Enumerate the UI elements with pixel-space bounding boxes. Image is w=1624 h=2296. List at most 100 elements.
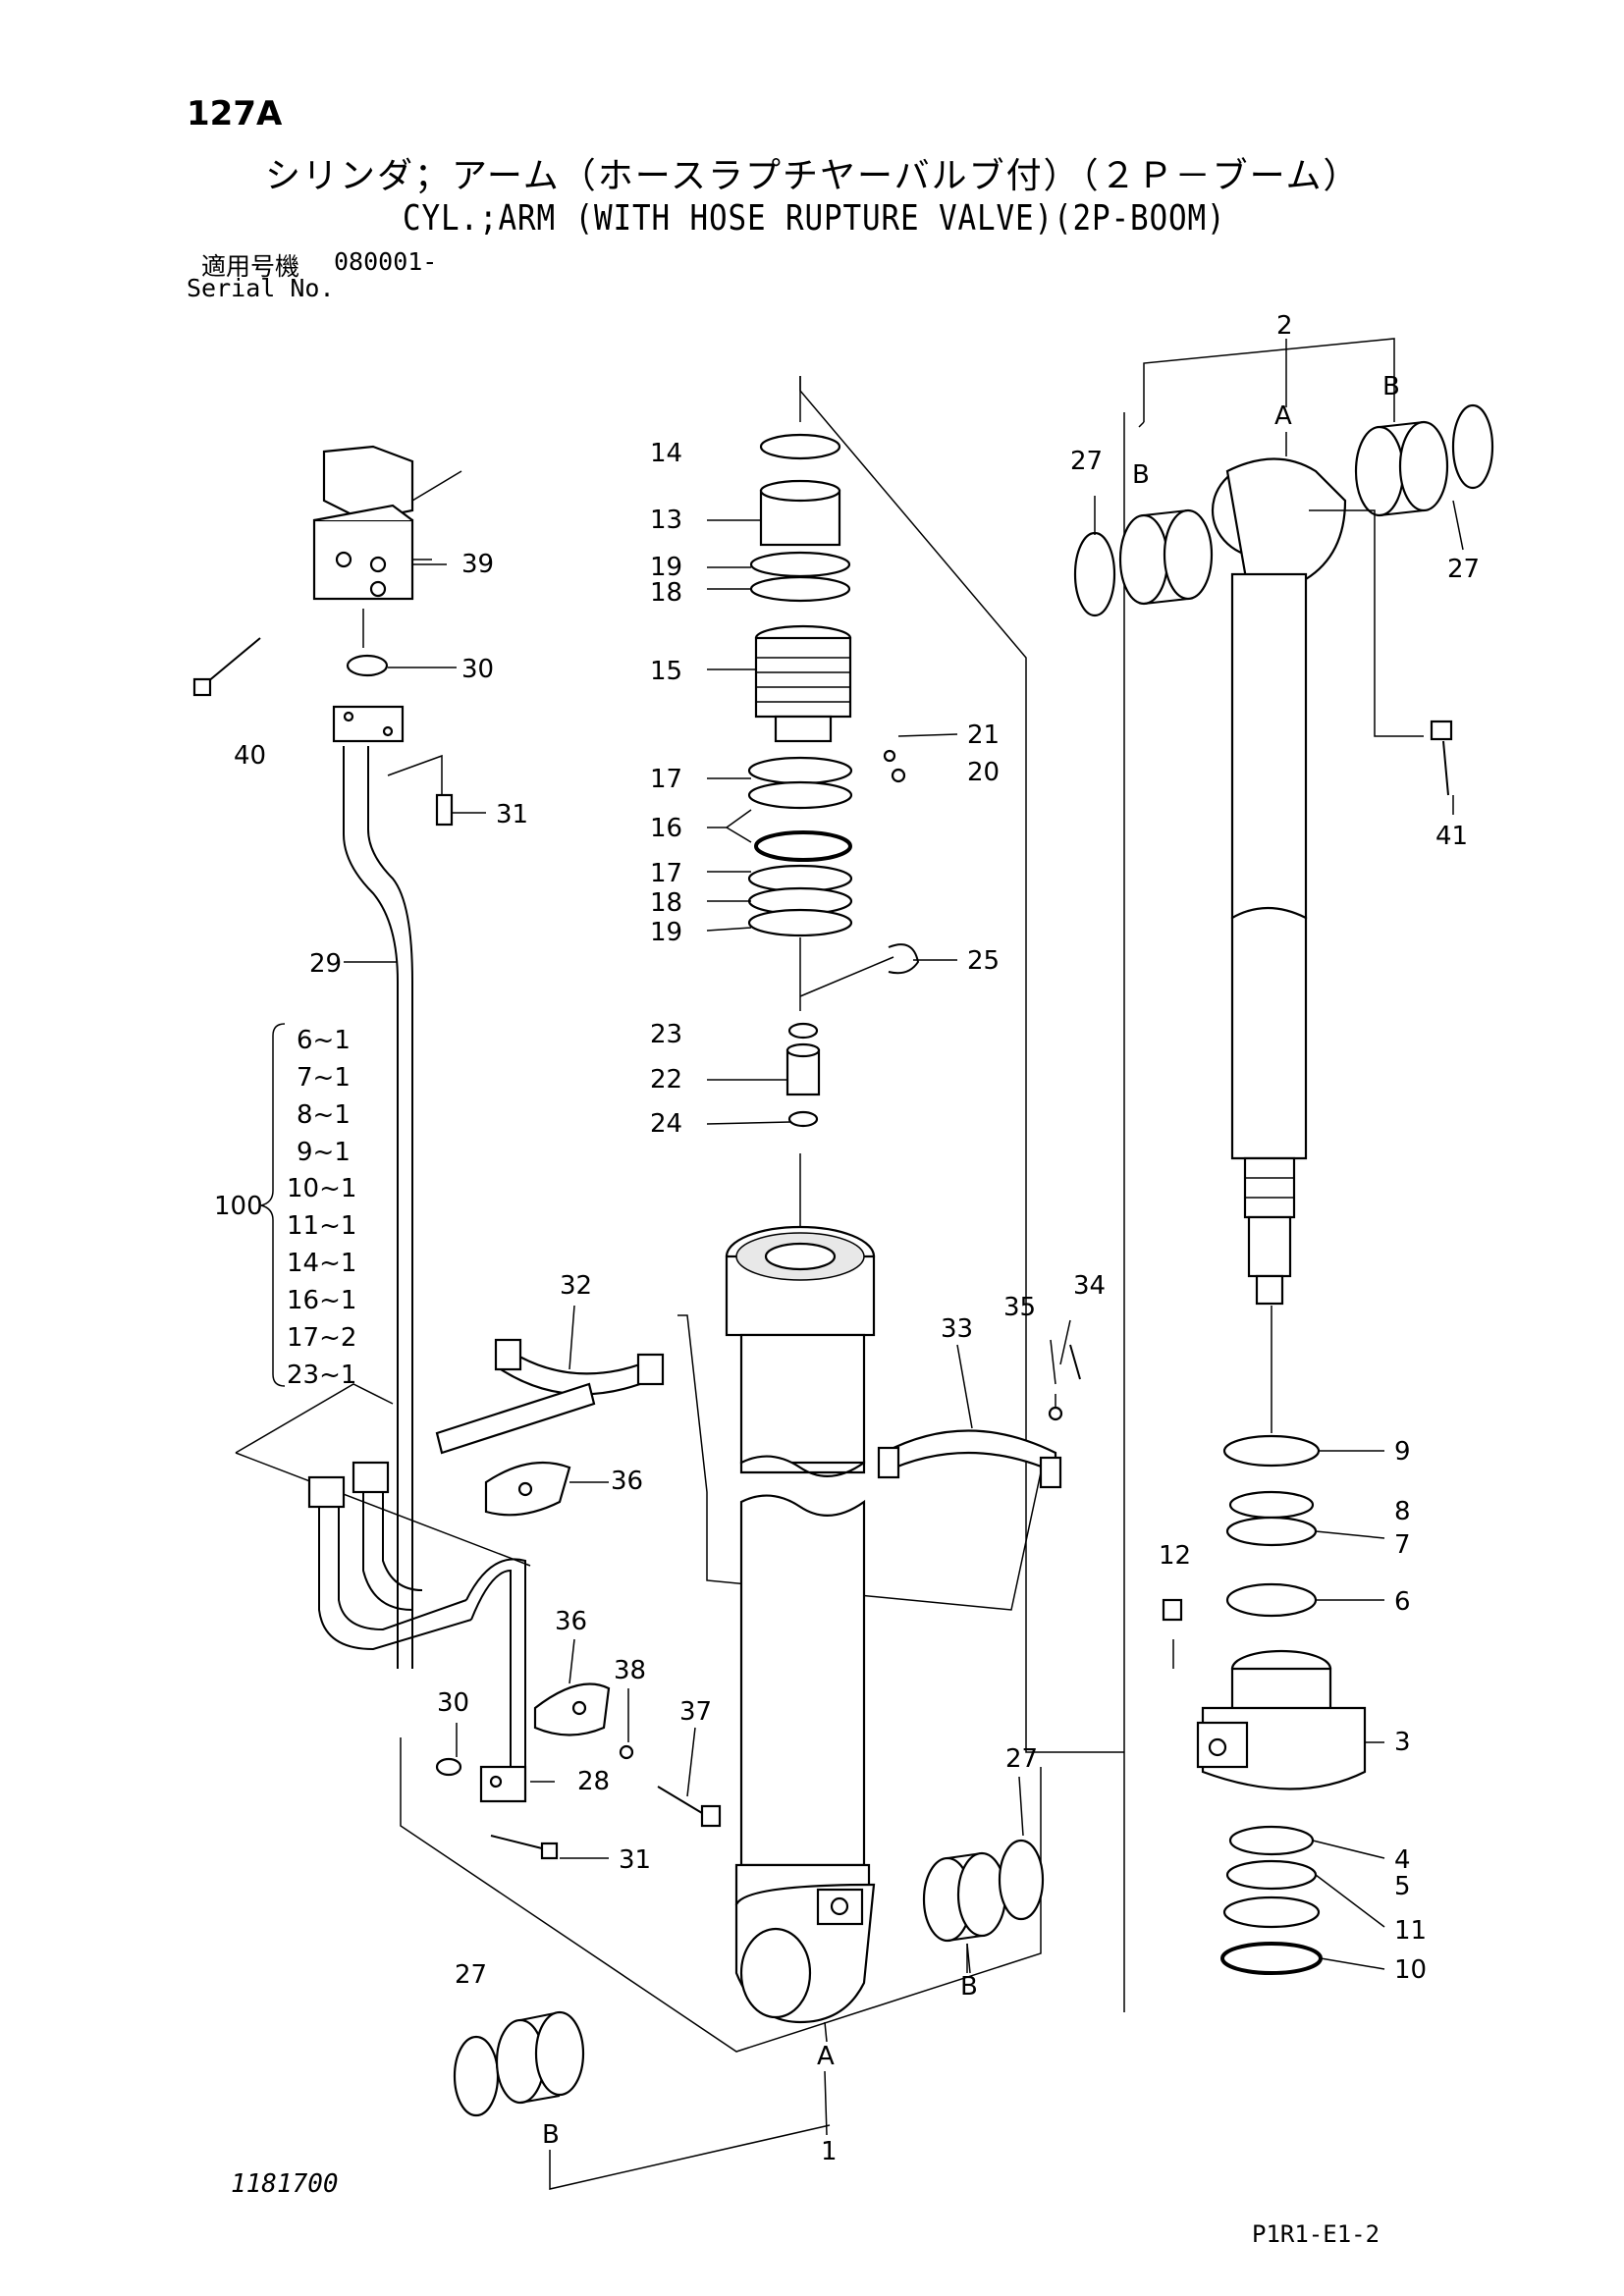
kit-100-list: 100 6~1 7~1 8~1 9~1 10~1 11~1 14~1 16~1 … [214, 1026, 356, 1390]
bolt-37-38 [619, 1744, 722, 1828]
callout-10: 10 [1394, 1955, 1427, 1985]
callout-b-bottom-right: B [960, 1972, 978, 2002]
callout-19-top: 19 [650, 553, 682, 582]
kit-item: 16~1 [287, 1286, 356, 1315]
cylinder-tube-1 [725, 1225, 876, 2024]
callout-14: 14 [650, 439, 682, 468]
callout-35: 35 [1003, 1293, 1036, 1322]
kit-item: 7~1 [297, 1063, 351, 1093]
kit-item: 14~1 [287, 1249, 356, 1278]
callout-31-bottom: 31 [619, 1845, 651, 1875]
callout-6: 6 [1394, 1587, 1411, 1617]
title-japanese: シリンダ；アーム（ホースラプチヤーバルブ付）（２Ｐ－ブーム） [265, 156, 1361, 196]
bolt-40 [192, 637, 261, 697]
page-number: 127A [187, 94, 283, 133]
callout-13: 13 [650, 506, 682, 535]
callout-b-bottom-left: B [542, 2120, 560, 2150]
callout-11: 11 [1394, 1916, 1427, 1946]
callout-31-top: 31 [496, 800, 528, 829]
kit-item: 23~1 [287, 1361, 356, 1390]
kit-number: 100 [214, 1192, 263, 1221]
callout-20: 20 [967, 758, 1000, 787]
callout-17-bottom: 17 [650, 859, 682, 888]
callout-16: 16 [650, 814, 682, 843]
callout-2: 2 [1276, 311, 1293, 341]
sheet-code: P1R1-E1-2 [1252, 2220, 1380, 2248]
title-english: CYL.;ARM (WITH HOSE RUPTURE VALVE)(2P-BO… [403, 198, 1226, 239]
serial-label-english: Serial No. [187, 274, 335, 302]
callout-28: 28 [577, 1767, 610, 1796]
callout-3: 3 [1394, 1728, 1411, 1757]
callout-40: 40 [234, 741, 266, 771]
callout-34: 34 [1073, 1271, 1106, 1301]
callout-5: 5 [1394, 1872, 1411, 1901]
callout-9: 9 [1394, 1437, 1411, 1467]
callout-27-bottom-right: 27 [1005, 1744, 1038, 1774]
callout-18-bottom: 18 [650, 888, 682, 918]
callout-24: 24 [650, 1109, 682, 1139]
callout-b-top-left: B [1132, 460, 1150, 490]
clamp-33 [877, 1429, 1062, 1489]
callout-39: 39 [461, 550, 494, 579]
callout-19-bottom: 19 [650, 918, 682, 947]
bushing-top-right [1354, 403, 1494, 517]
rod-head-stack [747, 376, 920, 1227]
callout-a-bottom: A [817, 2042, 835, 2071]
callout-30-top: 30 [461, 655, 494, 684]
callout-12: 12 [1159, 1541, 1191, 1571]
callout-8: 8 [1394, 1497, 1411, 1526]
callout-7: 7 [1394, 1530, 1411, 1560]
callout-22: 22 [650, 1065, 682, 1095]
callout-23: 23 [650, 1020, 682, 1049]
clamp-36-bottom [533, 1682, 611, 1736]
callout-18-top: 18 [650, 578, 682, 608]
hose-29 [332, 705, 454, 1669]
callout-36-top: 36 [611, 1467, 643, 1496]
elbow-fittings [307, 1461, 526, 1767]
callout-b-top-right: B [1382, 372, 1400, 401]
flange-28 [479, 1765, 527, 1803]
callout-17-top: 17 [650, 765, 682, 794]
grease-fitting-41 [1309, 509, 1453, 796]
o-ring-30-top [346, 609, 389, 677]
callout-29: 29 [309, 949, 342, 979]
bolt-31-bottom [490, 1835, 559, 1860]
kit-item: 6~1 [297, 1026, 351, 1055]
bushing-bottom-right [922, 1839, 1045, 1973]
callout-1: 1 [821, 2137, 838, 2166]
callout-labels: 2 A B B 27 27 41 14 13 19 18 15 21 20 17… [234, 311, 1480, 2166]
callout-27-top-right: 27 [1447, 555, 1480, 584]
kit-item: 10~1 [287, 1174, 356, 1203]
callout-36-bottom: 36 [555, 1607, 587, 1636]
leader-lines [260, 339, 1464, 2136]
callout-27-bottom-left: 27 [455, 1960, 487, 1990]
callout-41: 41 [1435, 822, 1468, 851]
kit-item: 11~1 [287, 1211, 356, 1241]
kit-item: 9~1 [297, 1138, 351, 1167]
rod-eye-2 [1138, 338, 1395, 1306]
drawing-number: 1181700 [231, 2169, 339, 2199]
kit-item: 8~1 [297, 1100, 351, 1130]
callout-33: 33 [941, 1314, 973, 1344]
o-ring-30-bottom [435, 1757, 462, 1777]
callout-15: 15 [650, 657, 682, 686]
callout-27-top-left: 27 [1070, 447, 1103, 476]
kit-item: 17~2 [287, 1323, 356, 1353]
piston-stack [1162, 1306, 1367, 1975]
callout-25: 25 [967, 946, 1000, 976]
serial-value: 080001- [334, 247, 438, 276]
callout-30-bottom: 30 [437, 1688, 469, 1718]
callout-21: 21 [967, 721, 1000, 750]
clamp-36-top [484, 1461, 571, 1517]
callout-32: 32 [560, 1271, 592, 1301]
callout-38: 38 [614, 1656, 646, 1685]
bolt-34-35 [1048, 1344, 1081, 1421]
bushing-top-left [1073, 508, 1214, 617]
rupture-valve-39 [312, 445, 462, 601]
clamp-32 [435, 1338, 665, 1455]
callout-a-top: A [1274, 401, 1292, 431]
serial-label-japanese: 適用号機 [201, 252, 300, 281]
bushing-bottom-left [453, 2010, 831, 2190]
callout-4: 4 [1394, 1845, 1411, 1875]
